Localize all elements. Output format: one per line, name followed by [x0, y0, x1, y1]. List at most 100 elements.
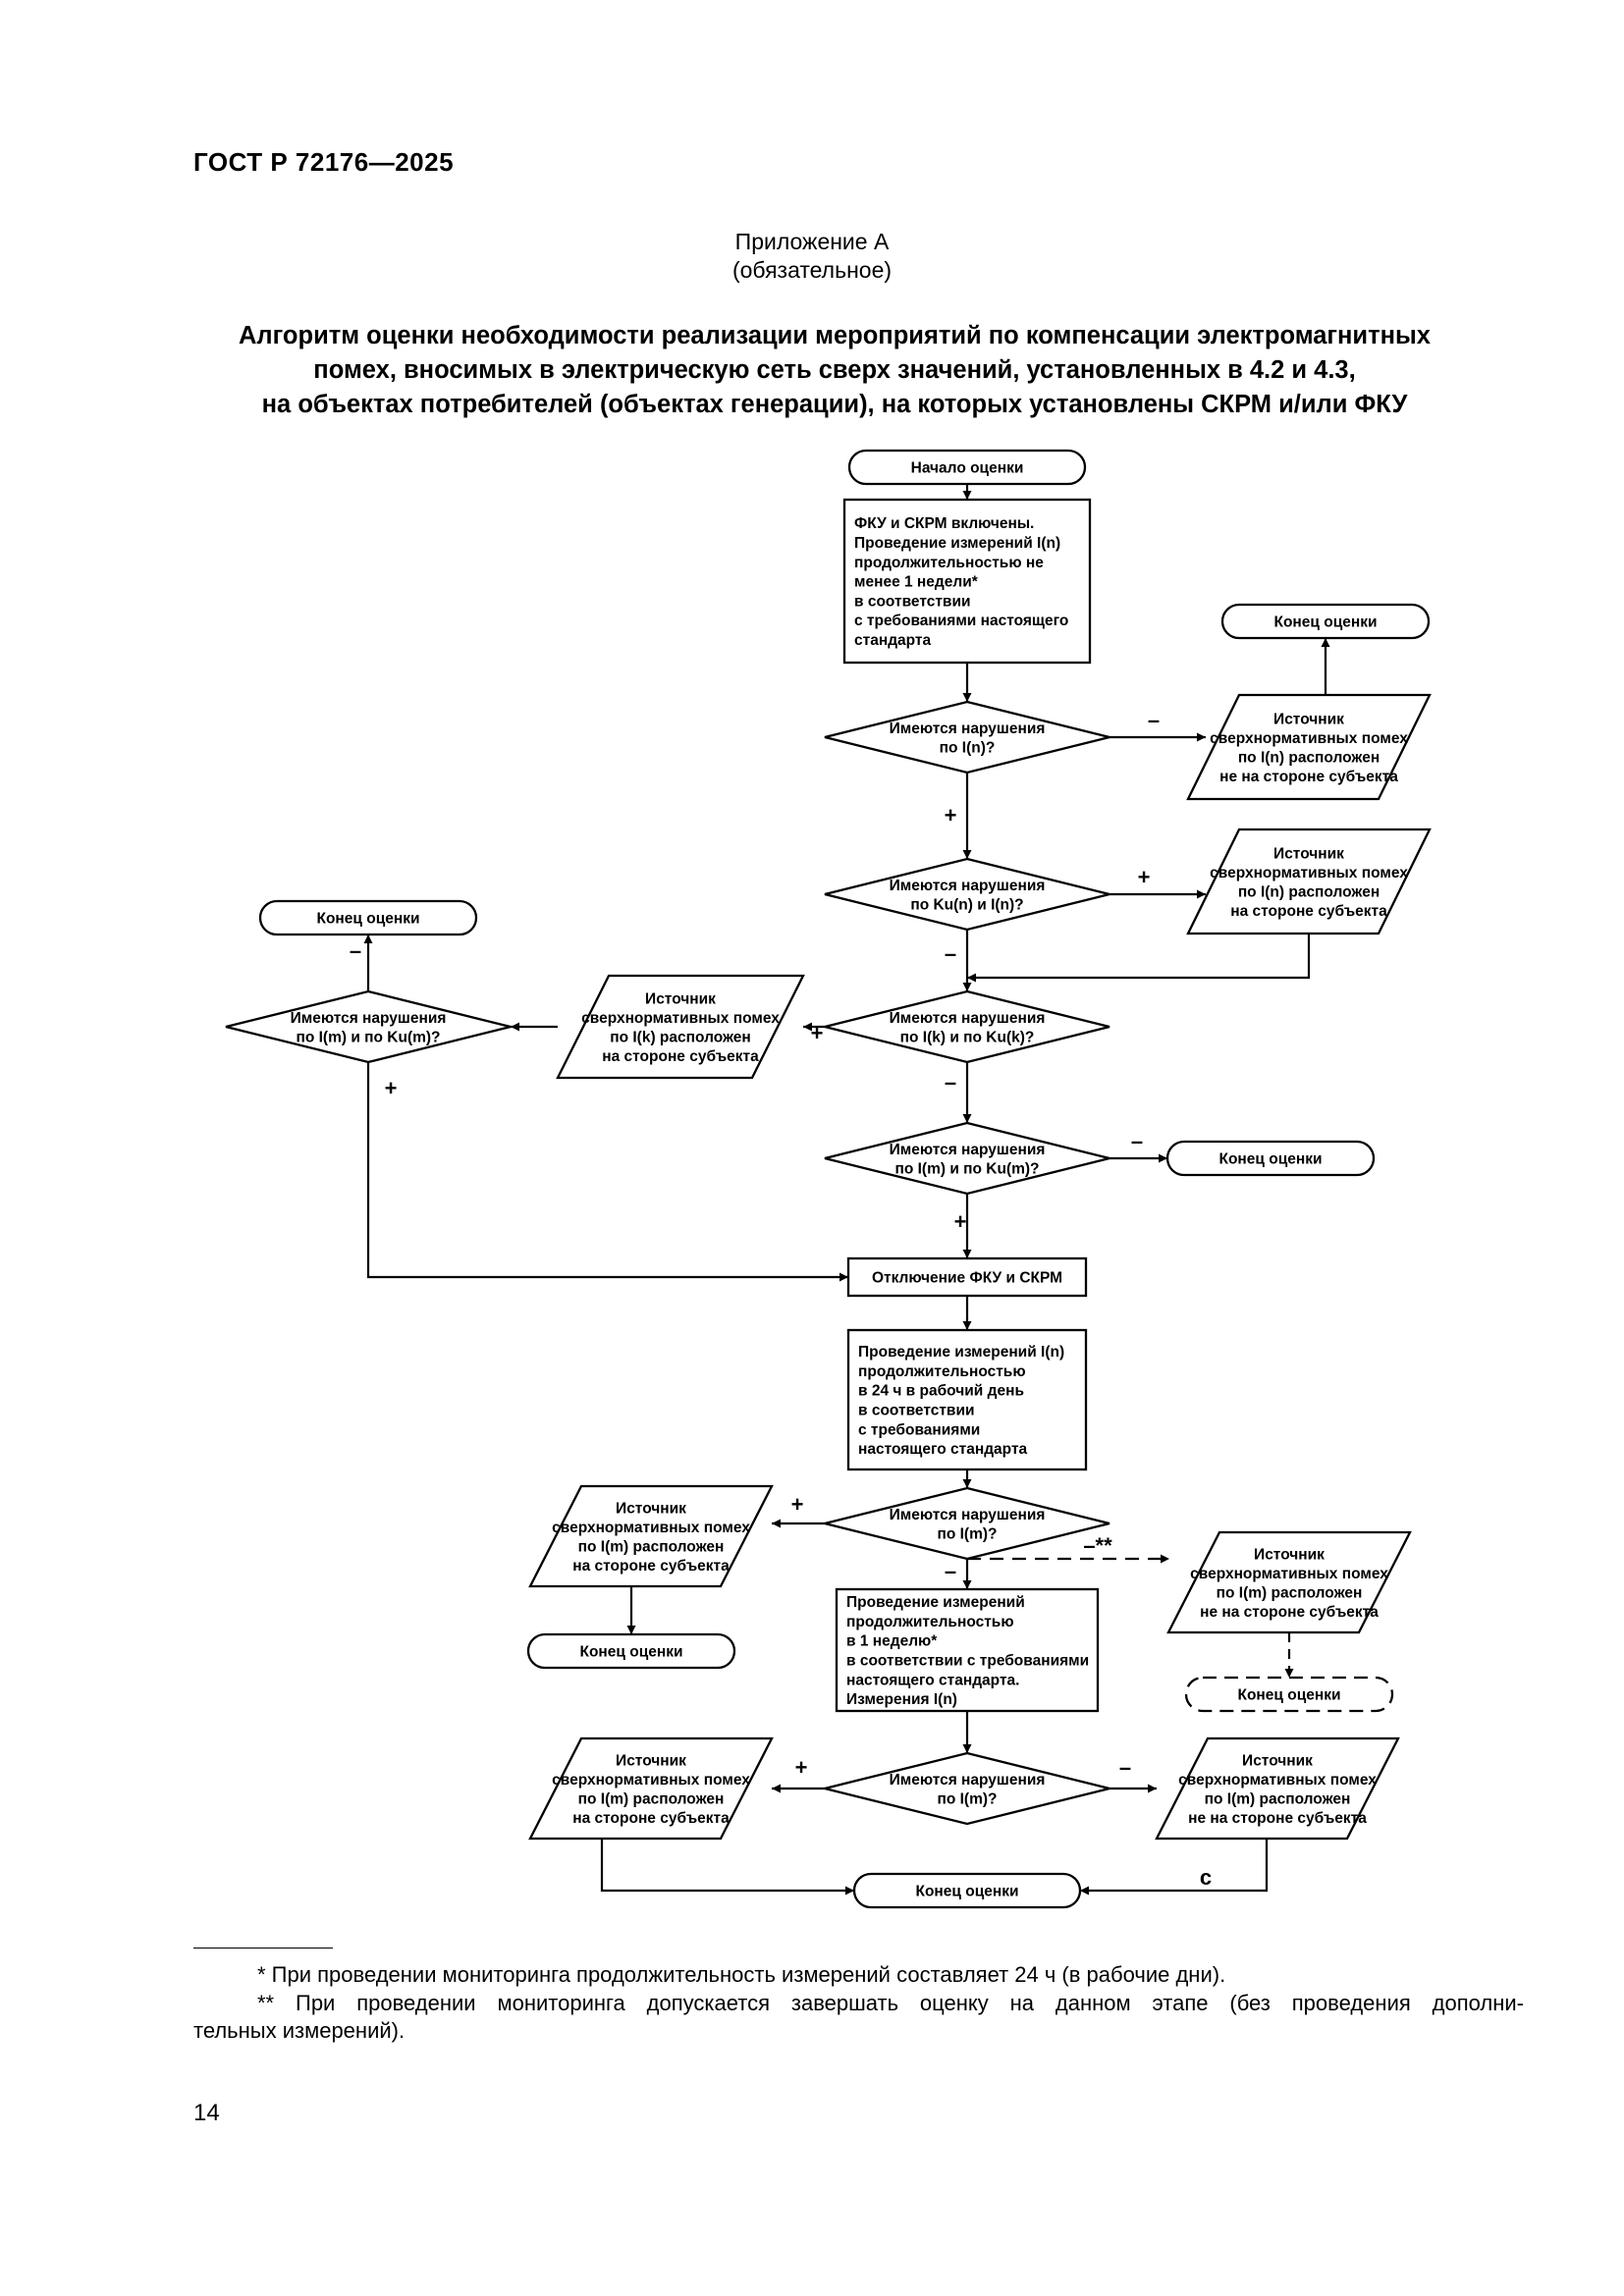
flow-node-text: по I(m)?: [937, 1525, 997, 1542]
flow-node-text: на стороне субъекта: [602, 1048, 759, 1065]
flow-node-text: по I(m) и по Ku(m)?: [296, 1029, 440, 1045]
flow-node-text: Источник: [645, 990, 716, 1007]
flow-node-text: продолжительностью: [846, 1614, 1014, 1630]
footnote-2: ** При проведении мониторинга допускаетс…: [257, 1991, 1524, 2015]
flow-node-shape: [1155, 1736, 1400, 1841]
flow-node-shape: [824, 1121, 1110, 1196]
flow-node-text: по I(n) расположен: [1238, 883, 1380, 900]
flow-node-text: Проведение измерений I(n): [858, 1344, 1064, 1361]
flow-connector: [1080, 1839, 1269, 1896]
flow-node-shape: [1186, 693, 1432, 801]
flow-node-text: Имеются нарушения: [291, 1010, 447, 1027]
flow-node-text: сверхнормативных помех: [1178, 1772, 1377, 1789]
flow-node-shape: [528, 1736, 774, 1841]
flow-node-text: Источник: [1273, 711, 1344, 727]
flow-node-text: продолжительностью не: [854, 555, 1044, 571]
flow-node-shape: [824, 700, 1110, 774]
flow-node-text: Отключение ФКУ и СКРМ: [872, 1270, 1062, 1287]
flow-node-shape: [842, 498, 1092, 665]
flow-node-text: в 1 неделю*: [846, 1633, 938, 1650]
flow-node-text: Имеются нарушения: [890, 878, 1046, 894]
flow-node-text: в 24 ч в рабочий день: [858, 1383, 1024, 1400]
flow-node-text: по I(m) расположен: [578, 1538, 725, 1555]
flow-node-text: на стороне субъекта: [1230, 903, 1387, 920]
flow-node-text: Источник: [616, 1752, 686, 1769]
footnote-1: * При проведении мониторинга продолжител…: [257, 1962, 1226, 1987]
document-code: ГОСТ Р 72176—2025: [193, 147, 455, 177]
flow-node-shape: [1184, 1676, 1394, 1713]
footnote-2-continuation: тельных измерений).: [193, 2018, 406, 2043]
branch-label: с: [1200, 1865, 1212, 1890]
flow-node-text: продолжительностью: [858, 1363, 1026, 1380]
flow-node-text: не на стороне субъекта: [1188, 1810, 1367, 1827]
flow-node-shape: [846, 1328, 1088, 1471]
flow-node-text: на стороне субъекта: [572, 1810, 730, 1827]
flow-node-text: сверхнормативных помех: [1190, 1566, 1388, 1582]
flow-node-text: настоящего стандарта.: [846, 1672, 1019, 1688]
flow-node-text: по I(m) расположен: [1217, 1584, 1363, 1601]
flow-node-text: в соответствии: [858, 1402, 975, 1418]
branch-label: –: [945, 1070, 956, 1095]
branch-label: +: [1138, 865, 1151, 889]
flow-node-text: настоящего стандарта: [858, 1441, 1028, 1458]
flow-node-text: по I(n)?: [940, 739, 996, 756]
flow-node-shape: [824, 1486, 1110, 1561]
flow-node-shape: [1220, 603, 1431, 640]
flow-node-text: по I(m)?: [937, 1790, 997, 1807]
flow-node-text: не на стороне субъекта: [1200, 1604, 1379, 1621]
branch-label: +: [795, 1755, 808, 1780]
flow-node-text: Имеются нарушения: [890, 1507, 1046, 1523]
flow-node-text: Конец оценки: [1218, 1151, 1322, 1168]
title-line: Алгоритм оценки необходимости реализации…: [239, 322, 1431, 349]
flow-node-text: Конец оценки: [915, 1884, 1018, 1900]
appendix-title: Приложение А: [734, 229, 890, 254]
flow-node-text: Начало оценки: [911, 460, 1024, 477]
flow-node-text: по I(m) и по Ku(m)?: [894, 1160, 1039, 1177]
flow-node-text: по I(m) расположен: [578, 1790, 725, 1807]
title-line: на объектах потребителей (объектах генер…: [261, 391, 1408, 418]
branch-label: +: [811, 1021, 824, 1045]
flow-node-text: менее 1 недели*: [854, 574, 979, 591]
flow-node-text: с требованиями: [858, 1421, 980, 1438]
footnote-separator: [193, 1948, 333, 1949]
flow-node-shape: [824, 857, 1110, 932]
flow-node-text: сверхнормативных помех: [581, 1010, 780, 1027]
title-line: помех, вносимых в электрическую сеть све…: [313, 356, 1356, 384]
flow-node-text: Имеются нарушения: [890, 1772, 1046, 1789]
flow-node-text: не на стороне субъекта: [1219, 769, 1398, 785]
appendix-status: (обязательное): [731, 257, 893, 283]
flow-node-text: Имеются нарушения: [890, 721, 1046, 737]
branch-label: –**: [1083, 1533, 1112, 1558]
flow-node-text: Проведение измерений I(n): [854, 535, 1060, 552]
flow-node-text: по I(m) расположен: [1205, 1790, 1351, 1807]
flow-connector: [967, 934, 1311, 983]
flow-node-text: Имеются нарушения: [890, 1010, 1046, 1027]
flow-node-text: по I(n) расположен: [1238, 749, 1380, 766]
flow-node-text: Проведение измерений: [846, 1594, 1025, 1611]
flow-node-text: по I(k) расположен: [610, 1029, 751, 1045]
flow-node-text: по I(k) и по Ku(k)?: [900, 1029, 1035, 1045]
flow-node-shape: [526, 1632, 736, 1670]
branch-label: +: [385, 1076, 398, 1100]
flow-node-text: Источник: [1273, 845, 1344, 862]
flow-node-shape: [556, 974, 805, 1080]
flow-node-text: по Ku(n) и I(n)?: [910, 896, 1023, 913]
flow-node-text: на стороне субъекта: [572, 1558, 730, 1575]
flow-connector: [600, 1839, 854, 1896]
branch-label: +: [945, 803, 957, 828]
flow-node-shape: [528, 1484, 774, 1588]
flow-node-text: Источник: [1242, 1752, 1313, 1769]
branch-label: +: [791, 1492, 804, 1517]
flow-node-text: сверхнормативных помех: [1210, 730, 1408, 747]
flow-node-text: Источник: [1254, 1546, 1325, 1563]
branch-label: –: [945, 1559, 956, 1583]
branch-label: –: [1148, 708, 1160, 732]
branch-label: +: [954, 1209, 967, 1234]
flow-node-shape: [847, 449, 1087, 486]
flow-node-shape: [846, 1256, 1088, 1298]
flow-node-shape: [835, 1587, 1100, 1713]
branch-label: –: [945, 941, 956, 966]
flow-node-text: стандарта: [854, 632, 932, 649]
flow-node-text: Измерения I(n): [846, 1691, 957, 1708]
flow-node-shape: [1186, 828, 1432, 935]
